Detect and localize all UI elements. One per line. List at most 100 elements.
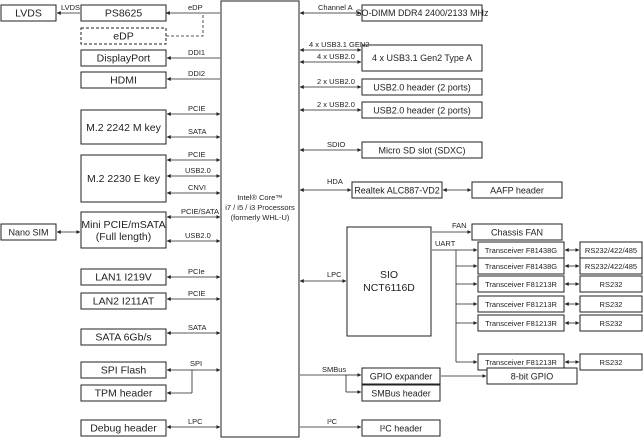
lan2-bus-label: PCIE (188, 289, 206, 298)
e-cnvi-bus-label: CNVI (188, 183, 206, 192)
usb2-header-1-box (361, 78, 483, 96)
aafp-label: AAFP header (490, 186, 544, 196)
m-pcie-bus-label: PCIE (188, 104, 206, 113)
mini-usb-bus-label: USB2.0 (185, 231, 211, 240)
rs-port-2-box (579, 257, 643, 275)
smbus-bus-label: SMBus (322, 365, 346, 374)
rs-port-2-label: RS232/422/485 (585, 262, 637, 271)
realtek-box (351, 181, 443, 199)
sodimm-label: SO-DIMM DDR4 2400/2133 MHz (355, 8, 489, 18)
gpio8-box (486, 367, 578, 385)
rs-port-5-label: RS232 (600, 319, 623, 328)
uart-bus-label: UART (435, 239, 456, 248)
lan1-label: LAN1 I219V (95, 272, 152, 284)
hdmi-box (80, 71, 167, 89)
chassis-fan-box (471, 223, 563, 241)
m-sata-bus-label: SATA (188, 127, 206, 136)
rs-port-4-label: RS232 (600, 300, 623, 309)
gpio8-label: 8-bit GPIO (511, 372, 554, 382)
e-pcie-bus-label: PCIE (188, 150, 206, 159)
sio-label-1: SIO (380, 269, 398, 281)
lpc-sio-bus-label: LPC (327, 270, 342, 279)
rs-port-6-label: RS232 (600, 358, 623, 367)
spi-flash-label: SPI Flash (101, 365, 147, 377)
usb31-gen2-bus-label: 4 x USB3.1 GEN2 (309, 40, 369, 49)
spi-flash-box (80, 361, 167, 379)
rs-port-1-label: RS232/422/485 (585, 246, 637, 255)
cpu-label-line3: (formerly WHL-U) (231, 213, 290, 222)
debug-box (80, 419, 167, 437)
mini-pcie-label-1: Mini PCIE/mSATA (81, 219, 165, 231)
usb2-h2-bus-label: 2 x USB2.0 (317, 100, 355, 109)
sata-box (80, 328, 167, 346)
ddi2-bus-label: DDI2 (188, 69, 205, 78)
tpm-label: TPM header (95, 388, 153, 400)
sata-bus-label: SATA (188, 323, 206, 332)
m2-e-key-label: M.2 2230 E key (87, 173, 161, 185)
usb2-header-2-box (361, 101, 483, 119)
edp-bus-label: eDP (188, 3, 203, 12)
transceiver-6-label: Transceiver F81213R (485, 358, 557, 367)
spi-bus-label: SPI (190, 359, 202, 368)
lvds-box (0, 4, 57, 22)
mini-pcie-sata-bus-label: PCIE/SATA (181, 207, 219, 216)
displayport-box (80, 49, 167, 67)
lvds-bus-label: LVDS (61, 3, 80, 12)
fan-bus-label: FAN (452, 221, 467, 230)
rs-port-4-box (579, 295, 643, 313)
realtek-label: Realtek ALC887-VD2 (354, 186, 440, 196)
nano-sim-box (0, 223, 57, 241)
chassis-fan-label: Chassis FAN (491, 228, 543, 238)
usb2-header-2-label: USB2.0 header (2 ports) (373, 106, 471, 116)
transceiver-4-box (477, 295, 565, 313)
hda-bus-label: HDA (327, 177, 343, 186)
transceiver-5-label: Transceiver F81213R (485, 319, 557, 328)
usb2-h1-bus-label: 2 x USB2.0 (317, 77, 355, 86)
rs-port-6-box (579, 353, 643, 371)
hdmi-label: HDMI (110, 75, 137, 87)
usb2-header-1-label: USB2.0 header (2 ports) (373, 83, 471, 93)
cpu-block (220, 0, 300, 438)
i2c-header-label: I²C header (380, 424, 423, 434)
mini-pcie-box (80, 211, 167, 249)
ps8625-label: PS8625 (105, 8, 143, 20)
m2-m-key-label: M.2 2242 M key (86, 122, 161, 134)
transceiver-1-label: Transceiver F81438G (485, 246, 557, 255)
lan1-bus-label: PCIe (188, 267, 205, 276)
mini-pcie-label-2: (Full length) (96, 231, 151, 243)
microsd-label: Micro SD slot (SDXC) (378, 146, 465, 156)
channel-a-bus-label: Channel A (318, 3, 353, 12)
sata-label: SATA 6Gb/s (95, 332, 151, 344)
usb31-label: 4 x USB3.1 Gen2 Type A (372, 53, 472, 63)
nano-sim-label: Nano SIM (8, 228, 48, 238)
rs-port-5-box (579, 314, 643, 332)
debug-label: Debug header (90, 423, 157, 435)
edp-output-label: eDP (113, 31, 133, 43)
gpio-expander-box (361, 367, 441, 385)
displayport-label: DisplayPort (97, 53, 151, 65)
i2c-header-box (361, 419, 441, 437)
transceiver-3-box (477, 275, 565, 293)
m2-e-key-box (80, 154, 167, 203)
rs-port-3-label: RS232 (600, 280, 623, 289)
edp-dashed-line (166, 13, 204, 37)
sio-box (346, 226, 432, 337)
e-usb-bus-label: USB2.0 (185, 166, 211, 175)
transceiver-5-box (477, 314, 565, 332)
smbus-header-label: SMBus header (371, 389, 431, 399)
smbus-header-box (361, 384, 441, 402)
tpm-box (80, 384, 167, 402)
debug-lpc-bus-label: LPC (188, 417, 203, 426)
sodimm-box (361, 4, 483, 22)
transceiver-2-label: Transceiver F81438G (485, 262, 557, 271)
rs-port-3-box (579, 275, 643, 293)
lan2-label: LAN2 I211AT (93, 296, 155, 308)
sdio-bus-label: SDIO (327, 140, 346, 149)
lan2-box (80, 292, 167, 310)
usb2-4x-bus-label: 4 x USB2.0 (317, 52, 355, 61)
transceiver-2-box (477, 257, 565, 275)
microsd-box (361, 141, 483, 159)
ddi1-bus-label: DDI1 (188, 48, 205, 57)
cpu-label-line1: Intel® Core™ (237, 193, 283, 202)
